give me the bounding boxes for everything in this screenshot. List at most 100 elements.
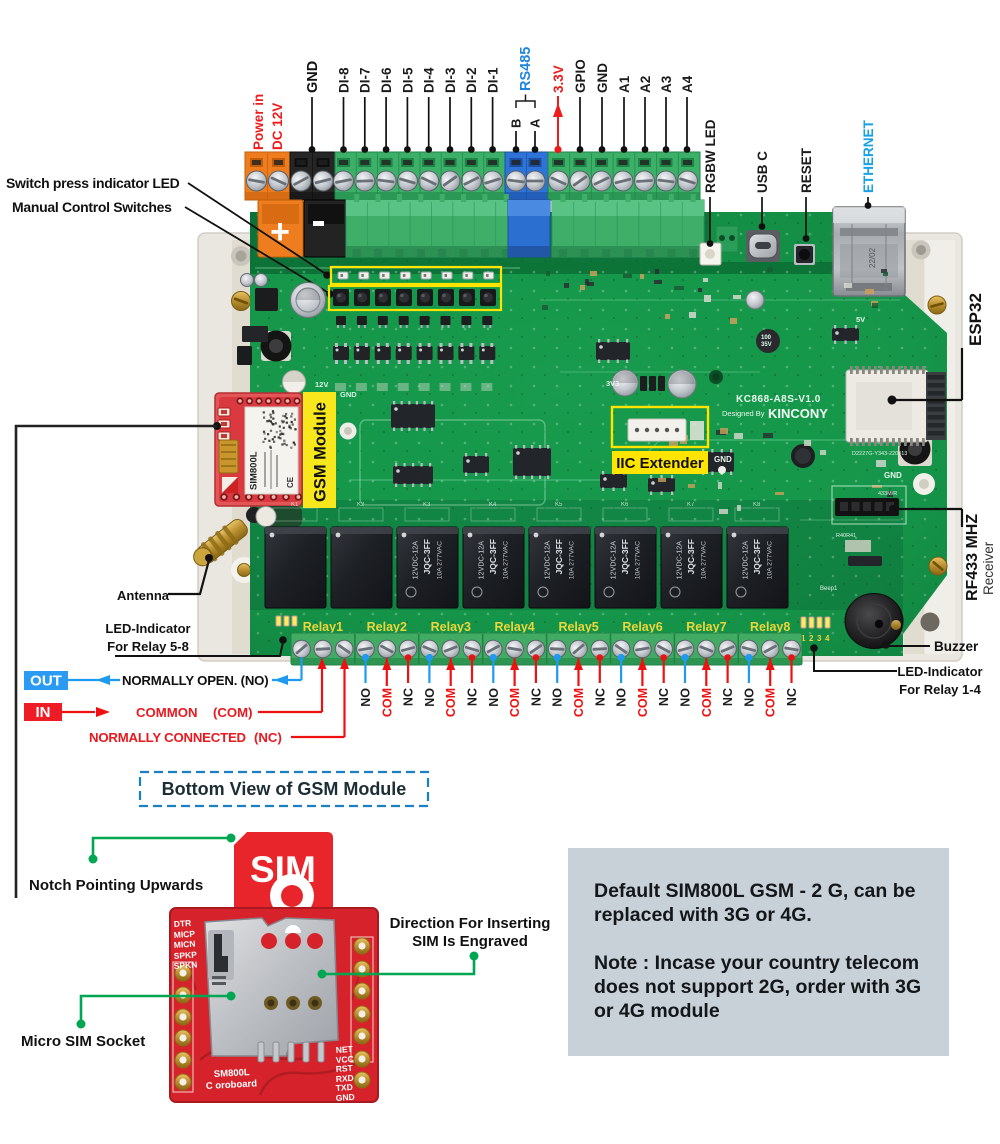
svg-text:GND: GND [305, 61, 321, 93]
svg-text:GND: GND [335, 1092, 355, 1103]
svg-text:R40R41: R40R41 [836, 533, 856, 539]
svg-text:3V3: 3V3 [606, 379, 619, 388]
svg-text:NC: NC [721, 688, 735, 706]
svg-text:MICN: MICN [173, 939, 195, 950]
svg-text:Default SIM800L GSM - 2 G, can: Default SIM800L GSM - 2 G, can be [594, 880, 916, 902]
svg-text:(NC): (NC) [254, 730, 282, 745]
svg-text:ESP32: ESP32 [966, 293, 985, 346]
svg-text:NO: NO [679, 688, 693, 707]
svg-text:Antenna: Antenna [117, 588, 170, 603]
svg-text:LED-Indicator: LED-Indicator [105, 621, 190, 636]
svg-text:SPKN: SPKN [173, 959, 197, 971]
svg-text:COM: COM [572, 688, 586, 717]
svg-text:KINCONY: KINCONY [768, 406, 828, 421]
svg-text:1: 1 [801, 634, 806, 643]
svg-text:ETHERNET: ETHERNET [861, 119, 876, 193]
svg-text:NO: NO [359, 688, 373, 707]
svg-text:SPKP: SPKP [173, 949, 197, 961]
svg-text:IN: IN [36, 704, 51, 721]
svg-text:NO: NO [615, 688, 629, 707]
svg-text:NORMALLY CONNECTED: NORMALLY CONNECTED [89, 730, 246, 745]
svg-text:12VDC-12A: 12VDC-12A [675, 541, 684, 580]
svg-text:RGBW LED: RGBW LED [703, 119, 718, 193]
svg-text:NC: NC [529, 688, 543, 706]
svg-text:Relay3: Relay3 [431, 620, 471, 634]
svg-text:DI-7: DI-7 [358, 67, 373, 93]
svg-text:NO: NO [487, 688, 501, 707]
svg-text:Micro SIM Socket: Micro SIM Socket [21, 1033, 145, 1050]
svg-text:NO: NO [742, 688, 756, 707]
svg-text:22/02: 22/02 [868, 247, 877, 268]
svg-text:K1: K1 [291, 502, 299, 508]
svg-text:A2: A2 [638, 76, 653, 93]
svg-text:12VDC-12A: 12VDC-12A [609, 541, 618, 580]
svg-text:Direction For Inserting: Direction For Inserting [390, 915, 551, 932]
svg-text:NORMALLY OPEN. (NO): NORMALLY OPEN. (NO) [122, 673, 268, 688]
svg-text:C oroboard: C oroboard [206, 1078, 258, 1092]
svg-text:IIC Extender: IIC Extender [616, 455, 704, 472]
svg-text:NC: NC [593, 688, 607, 706]
svg-text:KC868-A8S-V1.0: KC868-A8S-V1.0 [736, 394, 821, 405]
svg-text:LED-Indicator: LED-Indicator [897, 664, 982, 679]
svg-text:GND: GND [595, 63, 610, 93]
svg-text:Manual Control Switches: Manual Control Switches [12, 199, 172, 215]
svg-text:NC: NC [657, 688, 671, 706]
svg-text:K8: K8 [753, 502, 761, 508]
svg-text:12VDC-12A: 12VDC-12A [741, 541, 750, 580]
svg-text:NC: NC [785, 688, 799, 706]
svg-text:Bottom View of GSM Module: Bottom View of GSM Module [162, 779, 407, 799]
svg-text:COM: COM [700, 688, 714, 717]
svg-text:DI-5: DI-5 [400, 67, 415, 93]
svg-text:RF433 MHZ: RF433 MHZ [964, 514, 981, 601]
svg-text:DI-3: DI-3 [443, 67, 458, 93]
svg-text:COMMON: COMMON [136, 705, 198, 720]
svg-text:JQC-3FF: JQC-3FF [686, 539, 696, 574]
svg-text:10A 277VAC: 10A 277VAC [502, 541, 509, 580]
svg-text:12VDC-12A: 12VDC-12A [411, 541, 420, 580]
svg-text:OUT: OUT [30, 673, 62, 690]
svg-text:JQC-3FF: JQC-3FF [620, 539, 630, 574]
svg-text:Power in: Power in [251, 94, 266, 150]
svg-text:NC: NC [466, 688, 480, 706]
svg-text:Note : Incase your country tel: Note : Incase your country telecom [594, 952, 919, 974]
svg-text:RS485: RS485 [518, 47, 534, 91]
svg-text:10A 277VAC: 10A 277VAC [700, 541, 707, 580]
svg-text:COM: COM [636, 688, 650, 717]
svg-text:NC: NC [402, 688, 416, 706]
svg-text:K4: K4 [489, 502, 497, 508]
svg-text:USB C: USB C [755, 151, 770, 193]
svg-text:or 4G module: or 4G module [594, 1000, 720, 1022]
svg-text:K3: K3 [423, 502, 431, 508]
svg-text:DC 12V: DC 12V [270, 103, 285, 150]
svg-text:Designed By: Designed By [722, 409, 765, 418]
svg-text:12VDC-12A: 12VDC-12A [477, 541, 486, 580]
svg-text:VCC: VCC [335, 1054, 354, 1065]
svg-text:RST: RST [335, 1063, 353, 1074]
svg-text:+: + [270, 213, 290, 251]
svg-text:GND: GND [714, 455, 732, 464]
svg-text:12V: 12V [315, 380, 328, 389]
svg-text:replaced with 3G or 4G.: replaced with 3G or 4G. [594, 904, 812, 926]
svg-text:For Relay 1-4: For Relay 1-4 [899, 682, 981, 697]
svg-text:JQC-3FF: JQC-3FF [752, 539, 762, 574]
svg-text:Buzzer: Buzzer [934, 639, 979, 654]
svg-text:Relay1: Relay1 [303, 620, 343, 634]
svg-text:SM800L: SM800L [214, 1067, 251, 1080]
svg-text:Relay8: Relay8 [750, 620, 790, 634]
svg-text:MICP: MICP [173, 929, 195, 940]
svg-text:NET: NET [335, 1044, 353, 1055]
svg-text:does not support 2G, order wit: does not support 2G, order with 3G [594, 976, 921, 998]
svg-text:10A 277VAC: 10A 277VAC [634, 541, 641, 580]
svg-text:COM: COM [444, 688, 458, 717]
svg-text:12VDC-12A: 12VDC-12A [543, 541, 552, 580]
svg-text:433M/R: 433M/R [878, 491, 897, 497]
svg-text:JQC-3FF: JQC-3FF [422, 539, 432, 574]
svg-text:Relay6: Relay6 [622, 620, 662, 634]
svg-text:A3: A3 [659, 75, 674, 93]
svg-text:NO: NO [551, 688, 565, 707]
svg-text:GND: GND [340, 390, 357, 399]
svg-text:K5: K5 [555, 502, 563, 508]
svg-text:DI-6: DI-6 [379, 67, 394, 93]
svg-text:A1: A1 [617, 75, 632, 93]
svg-text:4: 4 [825, 634, 830, 643]
